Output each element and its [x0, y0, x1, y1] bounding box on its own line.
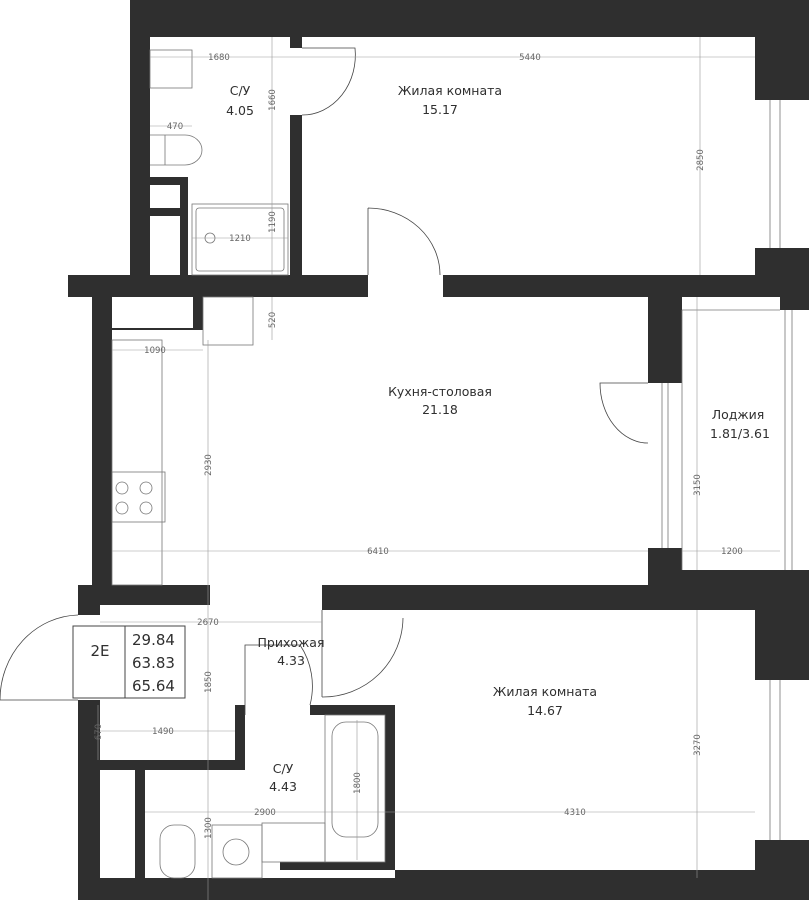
dim-1190: 1190	[268, 211, 278, 233]
dim-670: 670	[94, 724, 104, 740]
dim-2930: 2930	[204, 454, 214, 476]
dim-2900: 2900	[254, 808, 276, 818]
room-area-living-upper: 15.17	[422, 102, 458, 117]
dim-4310: 4310	[564, 808, 586, 818]
doors	[0, 47, 649, 715]
dim-1090: 1090	[144, 346, 166, 356]
dim-470: 470	[167, 122, 183, 132]
room-name-loggia: Лоджия	[712, 407, 765, 422]
room-area-bath-upper: 4.05	[226, 103, 254, 118]
room-area-hall: 4.33	[277, 653, 305, 668]
dim-5440: 5440	[519, 53, 541, 63]
room-area-loggia: 1.81/3.61	[710, 426, 770, 441]
room-area-bath-lower: 4.43	[269, 779, 297, 794]
dim-1850: 1850	[204, 671, 214, 693]
dimension-labels: 1680 5440 470 1660 2850 1190 1210 520 10…	[94, 53, 743, 839]
fixtures	[111, 49, 386, 879]
room-labels: С/У 4.05 Жилая комната 15.17 Кухня-столо…	[226, 83, 770, 794]
dim-2670: 2670	[197, 618, 219, 628]
dim-3150: 3150	[693, 474, 703, 496]
room-area-kitchen: 21.18	[422, 402, 458, 417]
windows	[661, 100, 793, 840]
walls	[68, 0, 809, 900]
dim-2850: 2850	[696, 149, 706, 171]
dim-520: 520	[268, 312, 278, 328]
room-name-bath-lower: С/У	[273, 761, 294, 776]
total-with-loggia-value: 65.64	[132, 677, 175, 695]
total-area-value: 63.83	[132, 654, 175, 672]
dim-1800: 1800	[353, 772, 363, 794]
dim-1210: 1210	[229, 234, 251, 244]
room-name-living-lower: Жилая комната	[493, 684, 597, 699]
apartment-info-box: 2E 29.84 63.83 65.64	[72, 625, 186, 699]
dimension-lines	[97, 37, 780, 900]
dim-1680: 1680	[208, 53, 230, 63]
dim-1200: 1200	[721, 547, 743, 557]
room-name-living-upper: Жилая комната	[398, 83, 502, 98]
dim-6410: 6410	[367, 547, 389, 557]
room-name-hall: Прихожая	[258, 635, 325, 650]
room-name-kitchen: Кухня-столовая	[388, 384, 492, 399]
dim-1660: 1660	[268, 89, 278, 111]
room-area-living-lower: 14.67	[527, 703, 563, 718]
dim-3270: 3270	[693, 734, 703, 756]
apartment-type: 2E	[90, 642, 109, 660]
living-area-value: 29.84	[132, 631, 175, 649]
room-name-bath-upper: С/У	[230, 83, 251, 98]
dim-1490: 1490	[152, 727, 174, 737]
dim-1300: 1300	[204, 817, 214, 839]
